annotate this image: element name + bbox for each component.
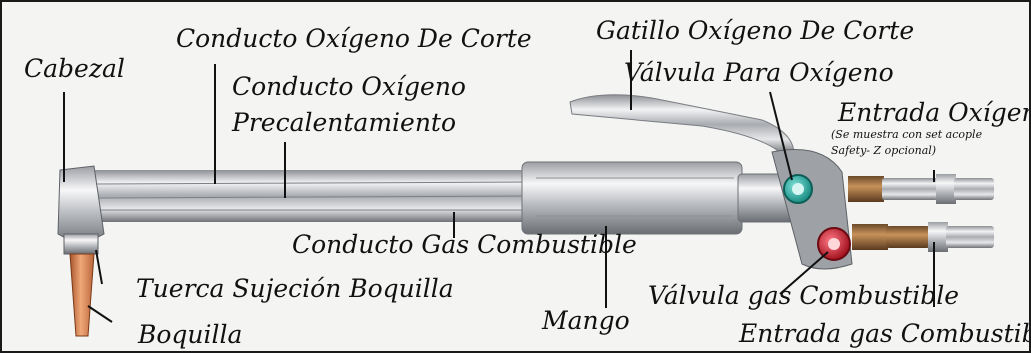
- label-conducto-oxigeno-precalentamiento-line1: Conducto Oxígeno: [232, 74, 466, 99]
- label-conducto-oxigeno-corte: Conducto Oxígeno De Corte: [176, 26, 532, 51]
- label-cabezal: Cabezal: [24, 56, 125, 81]
- label-valvula-gas-combustible: Válvula gas Combustible: [648, 283, 959, 308]
- label-entrada-oxigeno: Entrada Oxígeno: [838, 100, 1031, 125]
- label-mango: Mango: [542, 308, 630, 333]
- label-boquilla: Boquilla: [138, 322, 242, 347]
- label-conducto-gas-combustible: Conducto Gas Combustible: [292, 232, 637, 257]
- label-valvula-oxigeno: Válvula Para Oxígeno: [624, 60, 894, 85]
- label-entrada-gas-combustible: Entrada gas Combustible: [739, 321, 1031, 346]
- label-conducto-oxigeno-precalentamiento-line2: Precalentamiento: [232, 110, 456, 135]
- label-nota-set-acople-line1: (Se muestra con set acople: [831, 128, 982, 142]
- label-gatillo-oxigeno-corte: Gatillo Oxígeno De Corte: [596, 18, 914, 43]
- label-nota-set-acople-line2: Safety- Z opcional): [831, 144, 936, 158]
- label-tuerca-sujecion-boquilla: Tuerca Sujeción Boquilla: [136, 276, 454, 301]
